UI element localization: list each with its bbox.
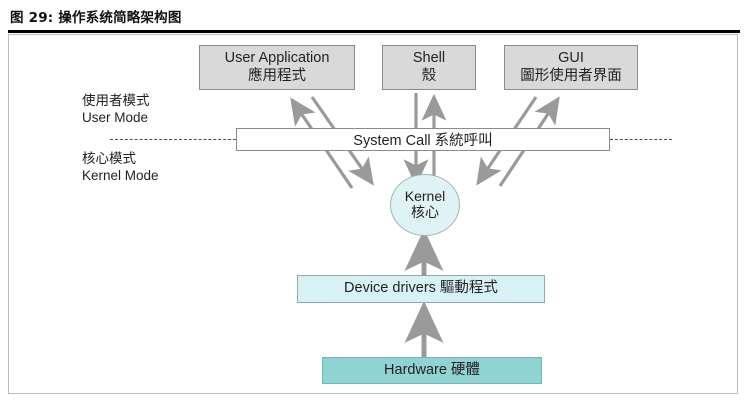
label-kernel-mode: 核心模式 Kernel Mode: [82, 150, 159, 185]
mode-divider-left: [110, 139, 236, 140]
box-user-application-en: User Application: [224, 50, 330, 67]
box-user-application-zh: 應用程式: [248, 67, 306, 84]
box-gui-en: GUI: [558, 50, 584, 67]
box-system-call-label: System Call 系統呼叫: [353, 133, 493, 149]
box-shell[interactable]: Shell 殼: [382, 45, 476, 90]
box-shell-en: Shell: [412, 50, 446, 67]
label-user-mode-en: User Mode: [82, 110, 149, 126]
box-system-call[interactable]: System Call 系統呼叫: [236, 128, 610, 151]
caption-rule: [8, 30, 740, 33]
node-kernel[interactable]: Kernel 核心: [390, 174, 460, 236]
box-hardware[interactable]: Hardware 硬體: [322, 357, 542, 384]
label-user-mode-zh: 使用者模式: [82, 93, 150, 108]
box-hardware-label: Hardware 硬體: [384, 361, 480, 378]
node-kernel-en: Kernel: [404, 188, 446, 205]
mode-divider-right: [610, 139, 672, 140]
figure-caption: 图 29: 操作系统简略架构图: [10, 10, 182, 26]
box-device-drivers[interactable]: Device drivers 驅動程式: [297, 275, 545, 303]
box-user-application[interactable]: User Application 應用程式: [199, 45, 355, 90]
box-shell-zh: 殼: [421, 67, 437, 84]
box-device-drivers-label: Device drivers 驅動程式: [344, 280, 498, 297]
label-kernel-mode-zh: 核心模式: [82, 151, 136, 166]
node-kernel-zh: 核心: [411, 204, 439, 220]
label-user-mode: 使用者模式 User Mode: [82, 92, 150, 127]
label-kernel-mode-en: Kernel Mode: [82, 168, 159, 184]
box-gui-zh: 圖形使用者界面: [520, 67, 622, 84]
box-gui[interactable]: GUI 圖形使用者界面: [504, 45, 638, 90]
figure-frame: [8, 34, 738, 394]
